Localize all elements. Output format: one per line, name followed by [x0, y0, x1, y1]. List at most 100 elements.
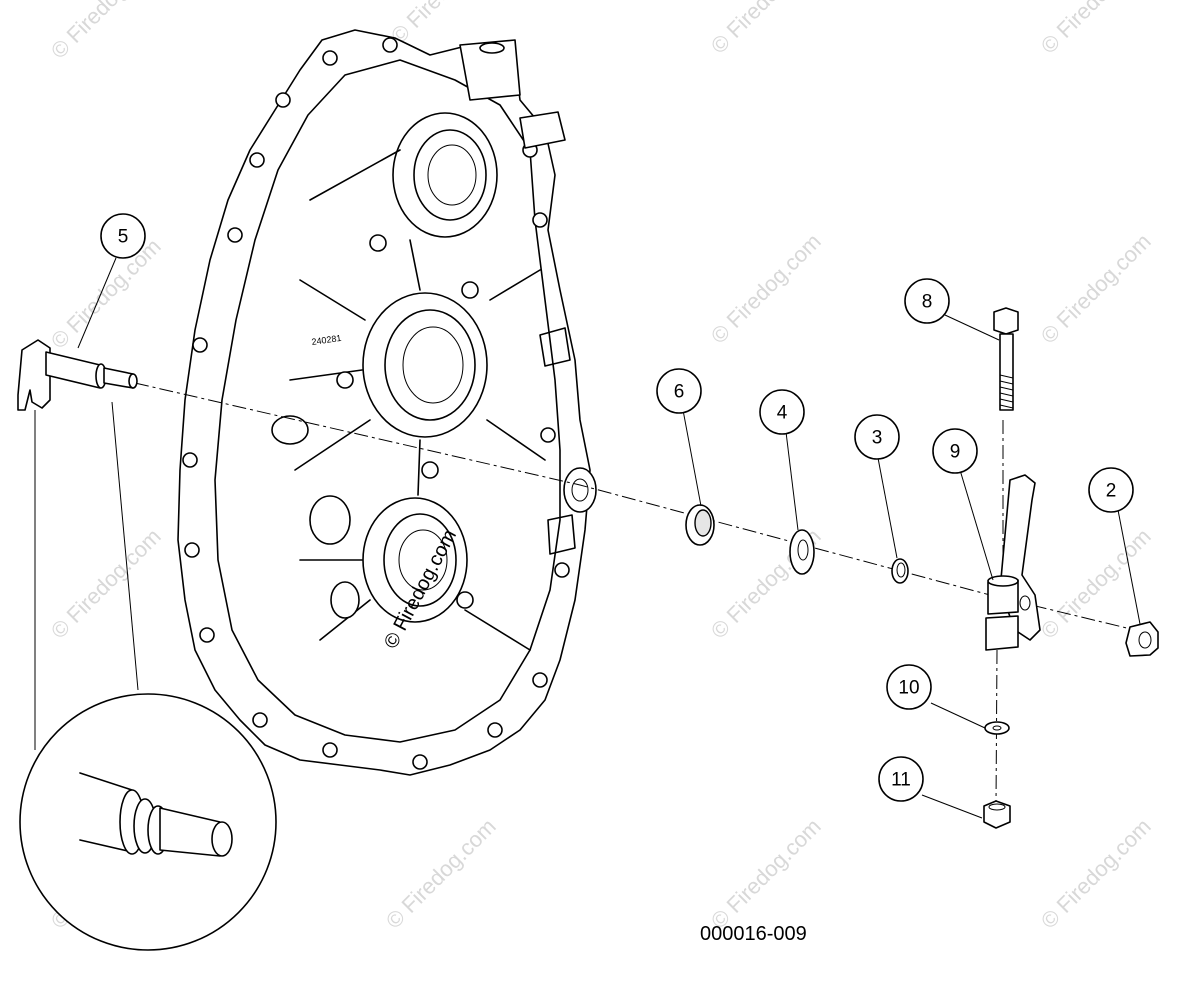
housing-boss: [461, 281, 479, 299]
side-bracket: [547, 514, 576, 555]
shift-shaft-lever-tab: [17, 339, 51, 411]
washer-part: [789, 529, 815, 575]
callout-number: 5: [118, 227, 129, 248]
leader-10: [930, 702, 986, 729]
bolt-hole: [554, 562, 570, 578]
bolt-hole: [192, 337, 208, 353]
detail-shaft-tip-end: [211, 821, 233, 857]
flange-bolt-holes: [182, 37, 570, 770]
leader-8: [944, 314, 1000, 341]
bolt-hole: [540, 427, 556, 443]
callout-9: 9: [932, 428, 978, 474]
flange-nut-part: [1125, 621, 1159, 657]
bolt-hole: [252, 712, 268, 728]
bolt-hole: [322, 50, 338, 66]
bolt-hole: [249, 152, 265, 168]
bolt-part: [993, 307, 1019, 411]
upper-bearing-bore: [413, 129, 487, 221]
watermark-text: © Firedog.com: [1036, 0, 1156, 59]
callout-number: 11: [891, 770, 911, 791]
watermark-text: © Firedog.com: [1036, 229, 1156, 349]
housing-boss: [456, 591, 474, 609]
watermark-text: © Firedog.com: [46, 524, 166, 644]
bolt-hole: [532, 672, 548, 688]
callout-number: 10: [898, 678, 919, 699]
watermark-text: © Firedog.com: [706, 0, 826, 59]
housing-port: [330, 581, 360, 619]
bolt-hole: [382, 37, 398, 53]
watermark-text: © Firedog.com: [381, 814, 501, 934]
shift-shaft-part: [17, 339, 138, 411]
bolt-hole: [275, 92, 291, 108]
shift-shaft-end: [128, 373, 138, 389]
callout-bubble: [100, 213, 146, 259]
bolt-hole: [199, 627, 215, 643]
leader-11: [921, 794, 983, 819]
housing-port: [309, 495, 351, 545]
housing-boss: [421, 461, 439, 479]
callout-number: 6: [674, 382, 685, 403]
watermark-text: © Firedog.com: [1036, 814, 1156, 934]
housing-boss: [336, 371, 354, 389]
watermark-text: © Firedog.com: [46, 234, 166, 354]
callout-5: 5: [100, 213, 146, 259]
small-washer-hole: [992, 725, 1002, 731]
output-shaft-stub: [519, 111, 566, 149]
callout-bubble: [656, 368, 702, 414]
shift-arm-clamp-lower: [985, 615, 1019, 651]
shift-arm-part: [985, 474, 1041, 651]
callout-bubble: [1088, 467, 1134, 513]
callout-8: 8: [904, 278, 950, 324]
housing-ribs: [289, 149, 546, 651]
callout-bubble: [904, 278, 950, 324]
washer-outer: [789, 529, 815, 575]
snap-ring-part: [891, 558, 909, 584]
side-bracket: [539, 327, 571, 367]
callout-leaders: [77, 257, 1141, 819]
bolt-hole: [227, 227, 243, 243]
top-shaft-boss: [459, 39, 521, 101]
leader-3: [877, 457, 898, 559]
shift-shaft-axis-line: [134, 382, 1136, 631]
bolt-hole: [182, 452, 198, 468]
callout-bubble: [759, 389, 805, 435]
hex-nut-body: [983, 800, 1011, 829]
detail-shaft-body: [79, 772, 133, 853]
watermark-text: © Firedog.com: [706, 814, 826, 934]
bolt-head: [993, 307, 1019, 335]
small-washer: [984, 721, 1010, 735]
washer-hole: [797, 539, 809, 561]
snap-ring: [891, 558, 909, 584]
bolt-hole: [412, 754, 428, 770]
center-bearing-inner: [402, 326, 464, 404]
small-washer-part: [984, 721, 1010, 735]
callout-bubble: [878, 756, 924, 802]
oil-seal-inner: [694, 509, 712, 537]
callout-6: 6: [656, 368, 702, 414]
lower-bearing-inner: [398, 529, 448, 591]
leader-9: [959, 469, 994, 581]
leader-5: [77, 257, 117, 349]
shift-arm-lever: [999, 474, 1041, 641]
bolt-hole: [532, 212, 548, 228]
leader-2: [1117, 509, 1141, 625]
callout-4: 4: [759, 389, 805, 435]
watermark-text: © Firedog.com: [46, 0, 166, 64]
housing-inner-rim: [214, 59, 561, 743]
flange-nut-body: [1125, 621, 1159, 657]
callout-bubble: [854, 414, 900, 460]
shift-shaft-boss: [563, 467, 597, 513]
watermark-text: © Firedog.com: [386, 0, 506, 49]
callout-number: 4: [777, 403, 788, 424]
top-boss-hole: [479, 42, 505, 54]
callout-number: 9: [950, 442, 961, 463]
shift-arm-clamp-top: [987, 575, 1019, 587]
leader-6: [682, 409, 702, 507]
upper-bearing-inner: [427, 144, 477, 206]
callout-number: 8: [922, 292, 933, 313]
callout-3: 3: [854, 414, 900, 460]
center-bearing-bore: [384, 309, 476, 421]
oil-seal-part: [685, 504, 715, 546]
bolt-threads: [999, 374, 1014, 409]
detail-leader-line: [111, 401, 139, 691]
